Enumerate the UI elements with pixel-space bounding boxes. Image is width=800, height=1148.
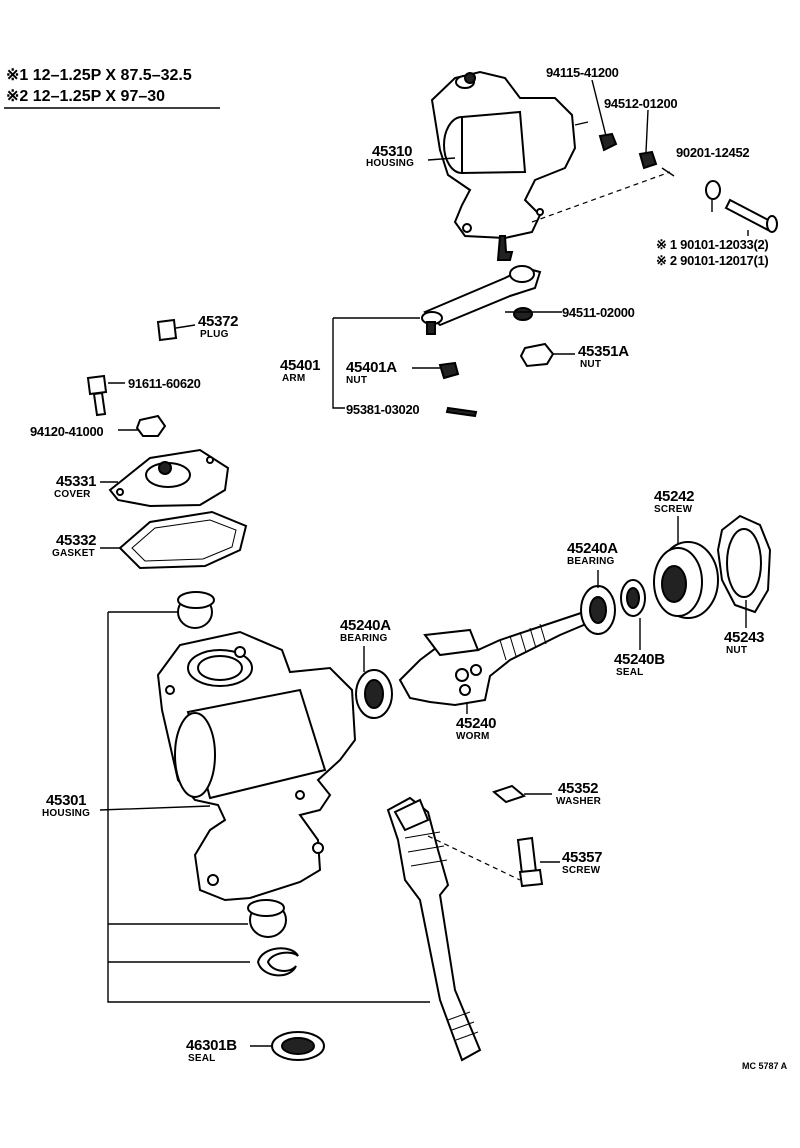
label-45243: 45243: [724, 629, 765, 646]
bearing-45240A-left-drawing: [355, 669, 393, 719]
label-45242: 45242: [654, 488, 695, 505]
label-45242-name: SCREW: [654, 504, 693, 515]
part-94115-drawing: [598, 132, 618, 152]
worm-45240-drawing: [398, 610, 588, 707]
label-45240B: 45240B: [614, 651, 665, 668]
note-2: ※2 12–1.25P X 97–30: [6, 88, 166, 105]
cotter-pin-drawing: [445, 406, 478, 418]
seal-45240B-drawing: [620, 579, 646, 617]
nut-45243-drawing: [716, 514, 772, 614]
pitman-arm-drawing: [421, 265, 542, 335]
label-94511-02000: 94511-02000: [562, 305, 635, 320]
seal-46301B-drawing: [271, 1031, 325, 1061]
label-45351A-name: NUT: [580, 359, 602, 370]
cover-45331-drawing: [108, 448, 230, 508]
assembly-dashed-line-2: [427, 835, 521, 881]
label-45331-name: COVER: [54, 489, 91, 500]
label-45240A-right-name: BEARING: [567, 556, 615, 567]
label-94120-41000: 94120-41000: [30, 424, 104, 439]
bearing-45240A-right-drawing: [580, 585, 616, 635]
bearing-lower-drawing: [247, 899, 287, 938]
label-45243-name: NUT: [726, 645, 748, 656]
label-45352: 45352: [558, 780, 599, 797]
label-45332-name: GASKET: [52, 548, 95, 559]
label-45332: 45332: [56, 532, 97, 549]
label-94115-41200: 94115-41200: [546, 65, 619, 80]
label-45240B-name: SEAL: [616, 667, 644, 678]
nut-45401A-drawing: [438, 361, 460, 380]
screw-45357-drawing: [516, 836, 544, 888]
main-housing-drawing: [156, 630, 357, 902]
label-45301-name: HOUSING: [42, 808, 91, 819]
bolt-90101-drawing: [724, 198, 778, 233]
label-45401A: 45401A: [346, 359, 397, 376]
label-45401: 45401: [280, 357, 321, 374]
label-45240: 45240: [456, 715, 497, 732]
label-45331: 45331: [56, 473, 97, 490]
label-90101-12017: ※ 2 90101-12017(1): [656, 253, 769, 268]
washer-45352-drawing: [491, 784, 527, 804]
assembly-dashed-line-1: [531, 171, 671, 223]
label-45240A-left: 45240A: [340, 617, 391, 634]
label-95381-03020: 95381-03020: [346, 402, 420, 417]
snap-ring-drawing: [256, 947, 299, 977]
label-45372-name: PLUG: [200, 329, 229, 340]
label-45372: 45372: [198, 313, 239, 330]
upper-housing-drawing: [430, 70, 589, 261]
label-45240A-right: 45240A: [567, 540, 618, 557]
label-46301B: 46301B: [186, 1037, 237, 1054]
screw-45242-drawing: [653, 541, 719, 619]
drawing-code: MC 5787 A: [742, 1061, 788, 1071]
nut-94120-drawing: [135, 414, 167, 437]
label-90101-12033: ※ 1 90101-12033(2): [656, 237, 769, 252]
note-1: ※1 12–1.25P X 87.5–32.5: [6, 67, 192, 84]
washer-94511-drawing: [513, 307, 533, 321]
label-46301B-name: SEAL: [188, 1053, 216, 1064]
bolt-91611-drawing: [86, 374, 108, 417]
label-45401-name: ARM: [282, 373, 306, 384]
label-45310: 45310: [372, 143, 413, 160]
label-94512-01200: 94512-01200: [604, 96, 678, 111]
bearing-top-drawing: [177, 591, 215, 629]
label-45357-name: SCREW: [562, 865, 601, 876]
label-91611-60620: 91611-60620: [128, 376, 201, 391]
label-45351A: 45351A: [578, 343, 629, 360]
plug-45372-drawing: [156, 318, 178, 342]
label-90201-12452: 90201-12452: [676, 145, 750, 160]
label-45310-name: HOUSING: [366, 158, 415, 169]
label-45357: 45357: [562, 849, 603, 866]
label-45240A-left-name: BEARING: [340, 633, 388, 644]
label-45401A-name: NUT: [346, 375, 368, 386]
nut-45351A-drawing: [519, 342, 555, 368]
label-45301: 45301: [46, 792, 87, 809]
part-94512-drawing: [638, 150, 658, 170]
label-45240-name: WORM: [456, 731, 490, 742]
part-90201-drawing: [705, 180, 721, 200]
sector-shaft-drawing: [386, 796, 482, 1062]
label-45352-name: WASHER: [556, 796, 602, 807]
